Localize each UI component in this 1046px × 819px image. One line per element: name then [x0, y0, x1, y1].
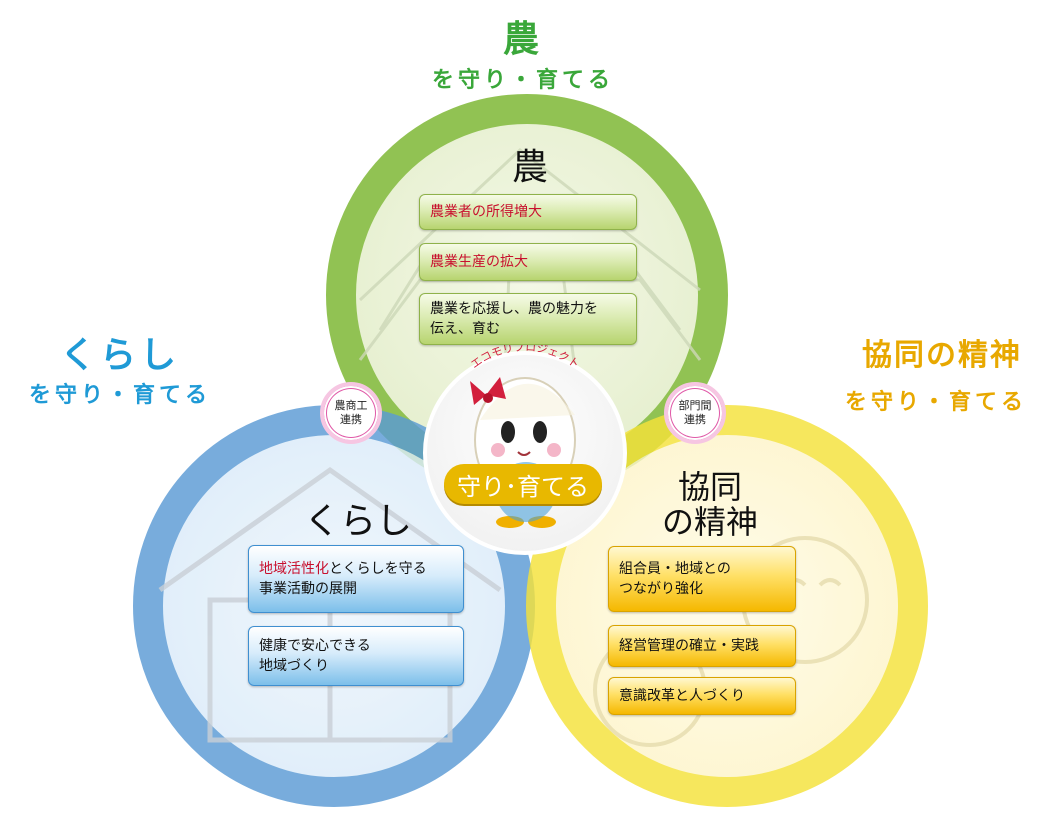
- agri-circle-title: 農: [511, 147, 548, 188]
- agri-item-highlight: 農業生産の拡大: [430, 254, 528, 270]
- agri-item: 農業生産の拡大: [419, 243, 637, 281]
- life-circle-title: くらし: [303, 501, 412, 542]
- coop-item-text: 経営管理の確立・実践: [619, 638, 759, 654]
- coop-item: 意識改革と人づくり: [608, 677, 796, 715]
- coop-item: 経営管理の確立・実践: [608, 625, 796, 667]
- coop-circle-title: 協同 の精神: [661, 468, 758, 542]
- connector-right-line1: 部門間: [678, 399, 712, 412]
- connector-badge-right: 部門間 連携: [664, 382, 726, 444]
- center-banner: 守り･育てる: [444, 464, 602, 504]
- life-item: 地域活性化とくらしを守る 事業活動の展開: [248, 545, 464, 613]
- connector-left-line1: 農商工: [334, 399, 368, 412]
- agri-item-highlight: 農業者の所得増大: [430, 204, 542, 220]
- life-item-text: 健康で安心できる 地域づくり: [259, 638, 371, 674]
- life-item-text: とくらしを守る 事業活動の展開: [259, 561, 427, 597]
- life-subheading: を守り・育てる: [28, 383, 211, 408]
- coop-subheading: を守り・育てる: [844, 390, 1027, 415]
- coop-item-text: 意識改革と人づくり: [619, 688, 745, 704]
- connector-left-line2: 連携: [340, 413, 362, 426]
- agri-item: 農業者の所得増大: [419, 194, 637, 230]
- agri-item-text: 農業を応援し、農の魅力を 伝え、育む: [430, 301, 598, 337]
- agri-heading: 農: [502, 19, 543, 60]
- coop-item: 組合員・地域との つながり強化: [608, 546, 796, 612]
- coop-heading: 協同の精神: [862, 338, 1022, 373]
- agri-item: 農業を応援し、農の魅力を 伝え、育む: [419, 293, 637, 345]
- life-item: 健康で安心できる 地域づくり: [248, 626, 464, 686]
- connector-right-line2: 連携: [684, 413, 706, 426]
- coop-item-text: 組合員・地域との つながり強化: [619, 561, 731, 597]
- life-item-highlight: 地域活性化: [259, 561, 329, 577]
- agri-subheading: を守り・育てる: [431, 68, 614, 93]
- life-heading: くらし: [59, 335, 180, 376]
- connector-badge-left: 農商工 連携: [320, 382, 382, 444]
